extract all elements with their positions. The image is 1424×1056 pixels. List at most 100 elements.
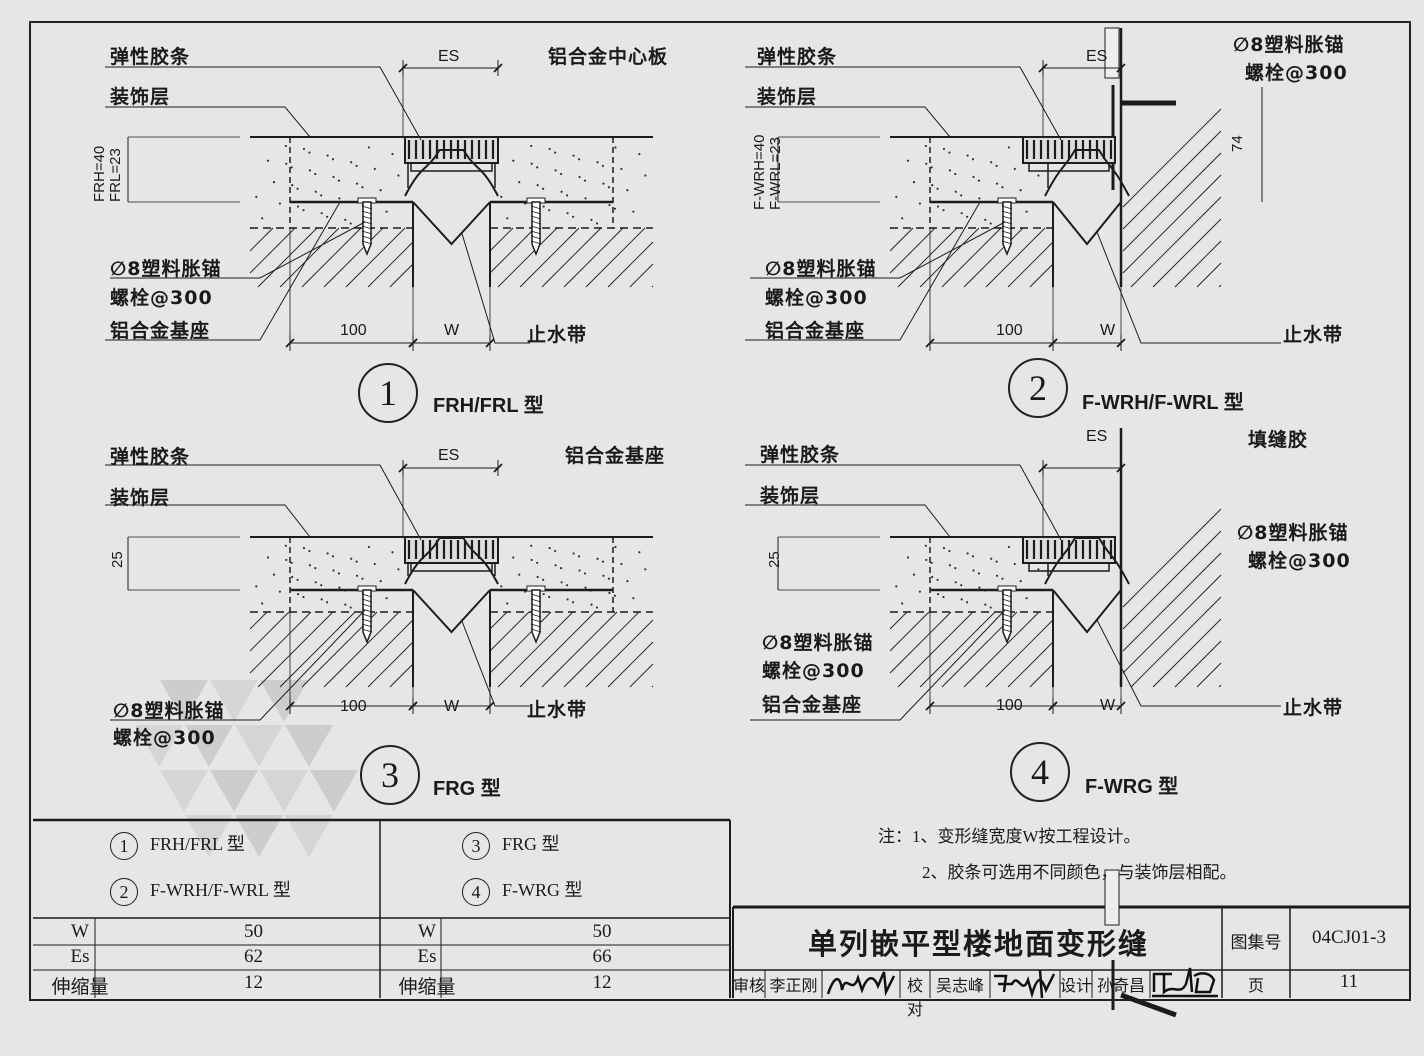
anchor-bolt <box>1002 589 1012 645</box>
label-base-top: 铝合金基座 <box>565 445 666 467</box>
concrete-speckle <box>314 567 317 570</box>
label-anchor: ∅8塑料胀锚 <box>765 258 877 280</box>
concrete-speckle <box>344 218 347 221</box>
dim-100: 100 <box>340 698 367 715</box>
concrete-speckle <box>918 590 921 593</box>
anchor-bolt-thread <box>530 225 542 230</box>
concrete-speckle <box>626 189 629 192</box>
label-bolt: 螺栓@300 <box>762 660 865 682</box>
leader-line <box>745 464 1062 541</box>
label-waterstop: 止水带 <box>527 324 588 346</box>
concrete-speckle <box>566 598 569 601</box>
concrete-speckle <box>918 202 921 205</box>
concrete-speckle <box>344 603 347 606</box>
concrete-speckle <box>350 161 353 164</box>
concrete-speckle <box>608 203 611 207</box>
wall-hatch <box>1122 552 1222 652</box>
spec-value: 12 <box>244 972 263 993</box>
checker-signature <box>994 969 1056 999</box>
label-elastic-strip: 弹性胶条 <box>757 46 838 68</box>
concrete-speckle <box>583 179 587 182</box>
anchor-bolt <box>1002 201 1012 257</box>
legend-label: F-WRG 型 <box>502 880 583 900</box>
leader-line <box>750 609 1006 721</box>
concrete-speckle <box>602 182 605 185</box>
concrete-speckle <box>548 595 551 599</box>
concrete-speckle <box>512 556 515 559</box>
concrete-speckle <box>296 578 299 582</box>
page-label: 页 <box>1247 978 1264 995</box>
concrete-speckle <box>302 147 306 151</box>
spec-key: 伸缩量 <box>398 977 456 998</box>
concrete-speckle <box>554 151 557 154</box>
concrete-speckle <box>560 190 563 193</box>
concrete-speckle <box>554 549 557 553</box>
slab-hatch <box>889 611 908 630</box>
concrete-speckle <box>530 162 533 165</box>
concrete-speckle <box>302 547 306 550</box>
note-1: 注：1、变形缝宽度W按工程设计。 <box>878 827 1141 846</box>
spec-value: 12 <box>592 972 612 993</box>
center-plate <box>1028 162 1110 172</box>
concrete-speckle <box>948 151 951 154</box>
concrete-speckle <box>942 595 945 599</box>
slab-hatch <box>411 285 414 288</box>
slab-hatch <box>941 227 1002 288</box>
slab-hatch <box>249 611 312 674</box>
concrete-speckle <box>266 159 270 162</box>
anchor-bolt-thread <box>1001 225 1013 230</box>
spec-value: 66 <box>592 946 612 967</box>
anchor-bolt-thread <box>530 608 542 613</box>
anchor-bolt <box>362 589 372 645</box>
concrete-speckle <box>332 175 335 179</box>
legend-number: 1 <box>110 831 138 860</box>
concrete-speckle <box>536 561 539 564</box>
concrete-speckle <box>954 172 957 176</box>
legend-label: FRG 型 <box>502 834 560 854</box>
slab-hatch <box>541 611 618 688</box>
leader-line <box>750 221 1006 279</box>
concrete-speckle <box>930 166 933 169</box>
anchor-bolt-thread <box>1001 210 1013 215</box>
leader-line <box>745 504 951 538</box>
dim-height2: F-WRL=23 <box>767 137 784 210</box>
label-base: 铝合金基座 <box>762 694 863 716</box>
concrete-speckle <box>500 195 503 199</box>
slab-hatch <box>323 611 400 688</box>
anchor-bolt-thread <box>530 593 542 598</box>
slab-hatch <box>489 611 508 630</box>
anchor-bolt-thread <box>1001 593 1013 598</box>
sheet-border <box>29 21 1411 1001</box>
concrete-speckle <box>560 172 563 176</box>
concrete-speckle <box>614 545 617 549</box>
slab-hatch <box>249 611 268 630</box>
concrete-speckle <box>1001 186 1004 189</box>
concrete-speckle <box>978 197 981 200</box>
anchor-bolt-thread <box>361 220 373 225</box>
leader-line <box>461 231 530 344</box>
slab-hatch <box>889 227 914 252</box>
anchor-bolt-thread <box>361 210 373 215</box>
slab-hatch <box>919 227 980 288</box>
concrete-speckle <box>255 585 258 588</box>
leader-line <box>110 609 366 721</box>
anchor-bolt-thread <box>361 215 373 220</box>
slab-hatch <box>249 227 274 252</box>
concrete-speckle <box>977 179 981 182</box>
concrete-speckle <box>966 552 969 555</box>
concrete-speckle <box>931 575 934 579</box>
label-waterstop: 止水带 <box>1283 697 1344 719</box>
concrete-speckle <box>367 545 370 549</box>
concrete-speckle <box>1013 167 1016 170</box>
slab-hatch <box>257 227 318 288</box>
leader-line <box>1096 619 1281 707</box>
concrete-speckle <box>971 158 975 161</box>
concrete-speckle <box>972 175 975 179</box>
label-sealant: 填缝胶 <box>1248 429 1309 451</box>
concrete-speckle <box>1001 577 1004 580</box>
concrete-speckle <box>590 603 593 606</box>
anchor-bolt-thread <box>530 628 542 633</box>
slab-hatch <box>585 227 646 288</box>
concrete-speckle <box>566 212 569 215</box>
